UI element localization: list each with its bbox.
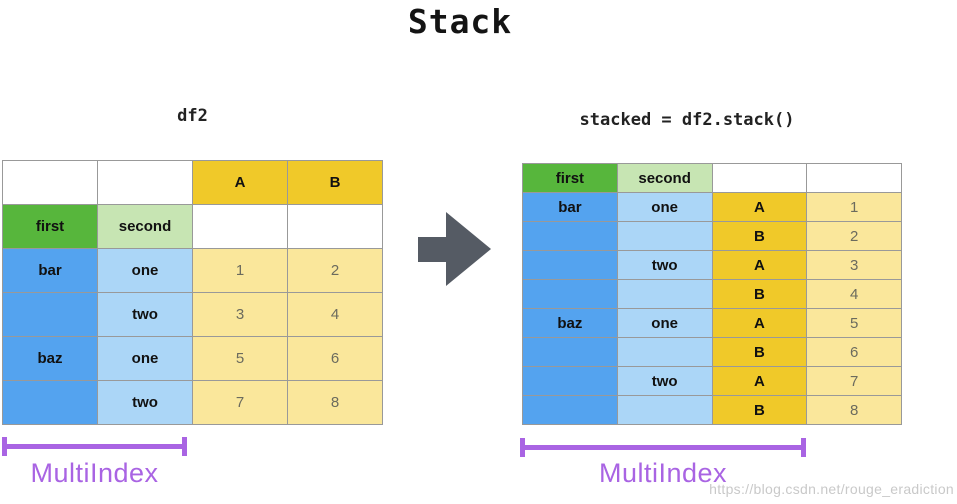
table-cell — [522, 395, 618, 425]
table-cell — [522, 279, 618, 309]
table-cell: two — [616, 250, 713, 280]
table-cell: two — [97, 380, 193, 425]
table-cell: 6 — [806, 337, 902, 367]
right-table-label: stacked = df2.stack() — [579, 110, 795, 130]
table-cell — [522, 221, 618, 251]
multiindex-bracket-left — [2, 437, 187, 456]
multiindex-bracket-right — [520, 438, 806, 457]
arrow-head — [446, 212, 491, 286]
table-cell: 1 — [806, 192, 902, 222]
table-cell: B — [711, 337, 808, 367]
table-cell — [97, 160, 193, 205]
table-cell: 1 — [192, 248, 288, 293]
table-cell — [522, 366, 618, 396]
table-cell — [616, 279, 713, 309]
table-cell: second — [97, 204, 193, 249]
table-cell: one — [97, 336, 193, 381]
table-cell: A — [711, 366, 808, 396]
table-cell: 4 — [287, 292, 383, 337]
table-cell — [2, 292, 98, 337]
table-cell — [616, 395, 713, 425]
table-cell — [2, 160, 98, 205]
multiindex-label-right: MultiIndex — [598, 458, 728, 488]
table-cell: B — [711, 395, 808, 425]
table-cell: 7 — [806, 366, 902, 396]
table-cell — [711, 163, 808, 193]
table-cell: 5 — [806, 308, 902, 338]
table-cell: bar — [2, 248, 98, 293]
table-cell: one — [616, 308, 713, 338]
table-cell: two — [97, 292, 193, 337]
table-cell: 8 — [287, 380, 383, 425]
table-cell — [287, 204, 383, 249]
table-cell: 5 — [192, 336, 288, 381]
table-cell: first — [2, 204, 98, 249]
table-cell: 4 — [806, 279, 902, 309]
table-cell: one — [616, 192, 713, 222]
table-cell — [522, 250, 618, 280]
table-cell: A — [192, 160, 288, 205]
table-cell: 7 — [192, 380, 288, 425]
table-cell — [192, 204, 288, 249]
table-cell: B — [287, 160, 383, 205]
table-cell: 3 — [806, 250, 902, 280]
table-cell: B — [711, 279, 808, 309]
table-cell — [2, 380, 98, 425]
table-cell: two — [616, 366, 713, 396]
table-cell: baz — [522, 308, 618, 338]
table-cell: one — [97, 248, 193, 293]
diagram-title: Stack — [407, 2, 513, 41]
table-cell: A — [711, 308, 808, 338]
table-cell: A — [711, 192, 808, 222]
watermark-text: https://blog.csdn.net/rouge_eradiction — [709, 481, 954, 497]
table-cell: 6 — [287, 336, 383, 381]
table-cell: bar — [522, 192, 618, 222]
table-cell: 2 — [806, 221, 902, 251]
table-cell — [616, 337, 713, 367]
table-cell: 2 — [287, 248, 383, 293]
table-cell: second — [616, 163, 713, 193]
table-cell — [616, 221, 713, 251]
table-cell: first — [522, 163, 618, 193]
left-table-label: df2 — [177, 106, 208, 126]
table-cell: A — [711, 250, 808, 280]
table-cell: baz — [2, 336, 98, 381]
multiindex-label-left: MultiIndex — [30, 458, 159, 488]
table-cell: 3 — [192, 292, 288, 337]
table-cell — [522, 337, 618, 367]
table-cell: B — [711, 221, 808, 251]
arrow-tail — [418, 237, 450, 262]
table-cell — [806, 163, 902, 193]
table-cell: 8 — [806, 395, 902, 425]
